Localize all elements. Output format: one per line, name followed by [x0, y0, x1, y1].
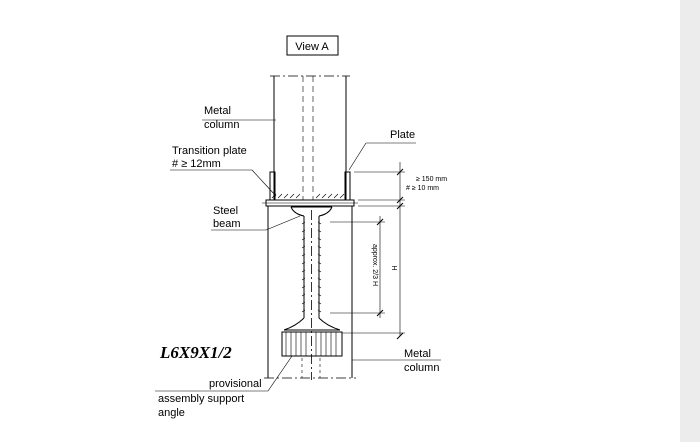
provisional-label-line1: provisional — [209, 378, 262, 390]
page-edge — [680, 0, 700, 442]
metal-column-bottom-label-line2: column — [404, 362, 439, 374]
transition-plate-label-line2: # ≥ 12mm — [172, 158, 221, 170]
plate-label: Plate — [390, 129, 415, 141]
h-dimension: H — [390, 265, 397, 270]
metal-column-bottom-label-line1: Metal — [404, 348, 431, 360]
steel-beam-label-line1: Steel — [213, 205, 238, 217]
transition-plate — [262, 193, 358, 207]
approx-dimension: approx. 2/3 H — [371, 244, 378, 286]
provisional-label-line3: angle — [158, 407, 185, 419]
metal-column-label-line1: Metal — [204, 105, 231, 117]
section-label: L6X9X1/2 — [159, 343, 232, 362]
view-title: View A — [295, 41, 329, 53]
support-angle — [281, 331, 343, 378]
metal-column-label-line2: column — [204, 119, 239, 131]
view-title-box — [286, 35, 339, 56]
drawing-sheet — [0, 0, 680, 442]
lower-column — [264, 206, 356, 379]
steel-beam — [283, 206, 341, 380]
thickness-dimension: # ≥ 10 mm — [406, 185, 439, 192]
provisional-label-line2: assembly support — [158, 393, 244, 405]
height-dimension: ≥ 150 mm — [416, 176, 447, 183]
leaders — [155, 119, 441, 392]
steel-beam-label-line2: beam — [213, 218, 241, 230]
transition-plate-label-line1: Transition plate — [172, 145, 247, 157]
dimension-lines — [330, 162, 405, 340]
upper-column — [270, 75, 350, 200]
